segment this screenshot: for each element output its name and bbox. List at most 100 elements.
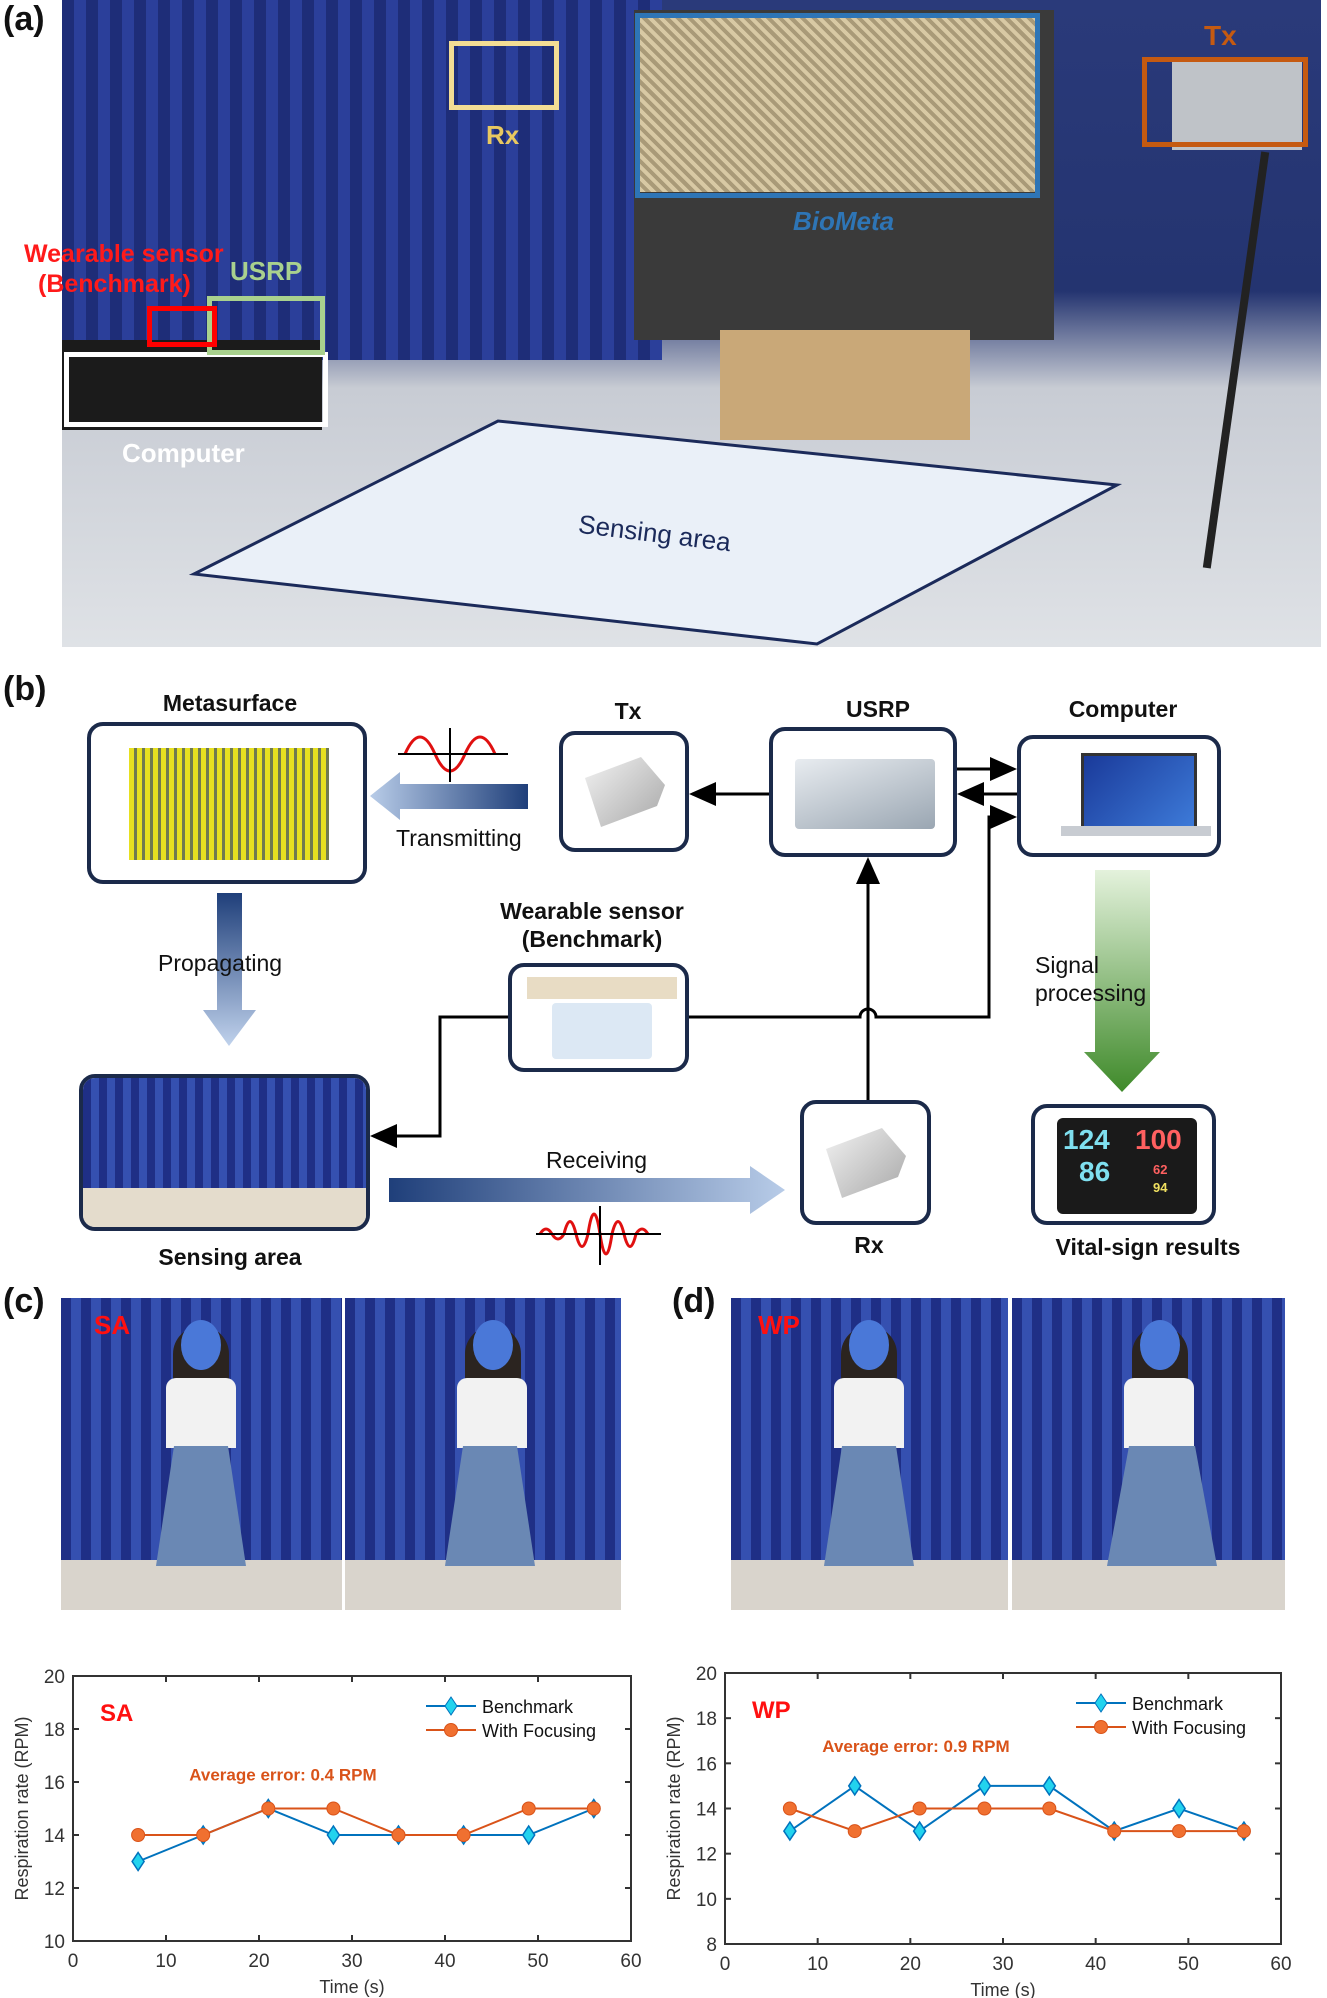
rx-wave-icon bbox=[538, 1212, 650, 1256]
monitor-value: 86 bbox=[1079, 1156, 1111, 1187]
panel-label-b: (b) bbox=[3, 670, 47, 708]
x-tick-label: 60 bbox=[620, 1951, 641, 1972]
rx-diagram-label: Rx bbox=[854, 1232, 884, 1258]
legend-label: With Focusing bbox=[482, 1721, 596, 1741]
y-axis-label: Respiration rate (RPM) bbox=[664, 1716, 684, 1900]
usrp-box bbox=[769, 727, 957, 857]
x-axis-label: Time (s) bbox=[970, 1980, 1035, 1998]
computer-label: Computer bbox=[122, 438, 245, 468]
metasurface-box bbox=[87, 722, 367, 884]
legend-marker bbox=[444, 1696, 458, 1716]
data-point-benchmark bbox=[131, 1851, 146, 1872]
usrp-device-icon bbox=[795, 759, 935, 829]
data-point-benchmark bbox=[521, 1824, 536, 1846]
data-point-with-focusing bbox=[977, 1801, 992, 1816]
rx-box bbox=[800, 1100, 931, 1225]
wearable-to-computer-line bbox=[689, 805, 1017, 1019]
vital-results-label: Vital-sign results bbox=[1055, 1234, 1241, 1260]
propagating-arrow bbox=[203, 893, 256, 1046]
data-point-benchmark bbox=[977, 1775, 992, 1797]
sensing-area-diagram-label: Sensing area bbox=[158, 1244, 302, 1270]
data-point-with-focusing bbox=[456, 1828, 471, 1842]
x-tick-label: 20 bbox=[900, 1954, 921, 1975]
x-tick-label: 10 bbox=[155, 1951, 176, 1972]
biometa-label: BioMeta bbox=[793, 206, 895, 236]
y-tick-label: 16 bbox=[696, 1754, 717, 1775]
y-tick-label: 18 bbox=[44, 1720, 65, 1741]
y-tick-label: 10 bbox=[44, 1932, 65, 1953]
data-point-benchmark bbox=[1042, 1775, 1057, 1797]
wearable-diagram-label-2: (Benchmark) bbox=[521, 926, 663, 952]
tx-label: Tx bbox=[1204, 20, 1237, 51]
monitor-value: 124 bbox=[1063, 1124, 1110, 1155]
x-tick-label: 60 bbox=[1270, 1954, 1291, 1975]
y-tick-label: 14 bbox=[696, 1800, 718, 1821]
sensing-area-image bbox=[83, 1078, 366, 1188]
data-point-with-focusing bbox=[196, 1828, 211, 1842]
photo-wp-moving bbox=[1012, 1298, 1285, 1610]
monitor-value: 94 bbox=[1153, 1180, 1168, 1195]
y-tick-label: 14 bbox=[44, 1826, 66, 1847]
panel-label-a: (a) bbox=[3, 0, 45, 38]
legend-marker bbox=[1094, 1720, 1108, 1734]
average-error-annotation: Average error: 0.4 RPM bbox=[189, 1766, 376, 1785]
computer-highlight-box bbox=[64, 352, 328, 427]
horn-antenna-icon bbox=[585, 757, 665, 827]
signal-label-1: Signal bbox=[1035, 952, 1099, 978]
x-tick-label: 50 bbox=[527, 1951, 548, 1972]
monitor-screen: 124 100 86 62 94 bbox=[1057, 1118, 1197, 1214]
data-point-benchmark bbox=[847, 1775, 862, 1797]
cardboard-box bbox=[720, 330, 970, 440]
propagating-label: Propagating bbox=[158, 950, 283, 976]
wearable-sensor-box bbox=[508, 963, 689, 1072]
panel-label-d: (d) bbox=[672, 1282, 716, 1320]
data-point-with-focusing bbox=[847, 1824, 862, 1839]
rx-label: Rx bbox=[486, 120, 520, 150]
x-tick-label: 40 bbox=[1085, 1954, 1106, 1975]
receiving-label: Receiving bbox=[546, 1147, 647, 1173]
data-point-benchmark bbox=[782, 1820, 797, 1842]
experiment-photo bbox=[62, 0, 1321, 647]
transmitting-arrow bbox=[370, 772, 528, 820]
metasurface-photo bbox=[640, 16, 1036, 192]
computer-box bbox=[1017, 735, 1221, 857]
photo-tag-sa: SA bbox=[94, 1310, 131, 1340]
wearable-to-sensing-line bbox=[370, 1015, 508, 1148]
legend-label: Benchmark bbox=[482, 1697, 574, 1717]
tx-diagram-label: Tx bbox=[614, 698, 642, 724]
data-point-with-focusing bbox=[1042, 1801, 1057, 1816]
x-tick-label: 10 bbox=[807, 1954, 828, 1975]
photo-tag-wp: WP bbox=[758, 1310, 800, 1340]
usrp-label: USRP bbox=[230, 256, 303, 286]
data-point-with-focusing bbox=[782, 1801, 797, 1816]
computer-diagram-label: Computer bbox=[1068, 696, 1178, 722]
wearable-diagram-label-1: Wearable sensor bbox=[500, 898, 684, 924]
wearable-label-line2: (Benchmark) bbox=[38, 270, 191, 298]
absorber-wall bbox=[62, 0, 662, 360]
rx-highlight-box bbox=[449, 41, 559, 110]
laptop-icon bbox=[1081, 753, 1197, 829]
receiving-arrow bbox=[389, 1166, 785, 1214]
laptop-base bbox=[1061, 826, 1211, 836]
signal-processing-arrow bbox=[1084, 870, 1160, 1092]
data-point-with-focusing bbox=[1107, 1824, 1122, 1839]
data-point-with-focusing bbox=[586, 1801, 601, 1816]
floor bbox=[83, 1188, 366, 1227]
legend-label: Benchmark bbox=[1132, 1694, 1224, 1714]
y-axis-label: Respiration rate (RPM) bbox=[12, 1716, 32, 1900]
x-tick-label: 0 bbox=[68, 1951, 79, 1972]
average-error-annotation: Average error: 0.9 RPM bbox=[822, 1737, 1009, 1756]
series-line-with-focusing bbox=[789, 1807, 1244, 1833]
sensor-device bbox=[552, 1003, 652, 1059]
x-tick-label: 40 bbox=[434, 1951, 455, 1972]
diagram-connectors bbox=[203, 728, 1160, 1265]
y-tick-label: 12 bbox=[696, 1845, 717, 1866]
monitor-value: 100 bbox=[1135, 1124, 1182, 1155]
sensing-area-overlay bbox=[188, 419, 1123, 646]
legend-marker bbox=[1094, 1693, 1108, 1713]
x-tick-label: 20 bbox=[248, 1951, 269, 1972]
transmitting-label: Transmitting bbox=[396, 825, 522, 851]
